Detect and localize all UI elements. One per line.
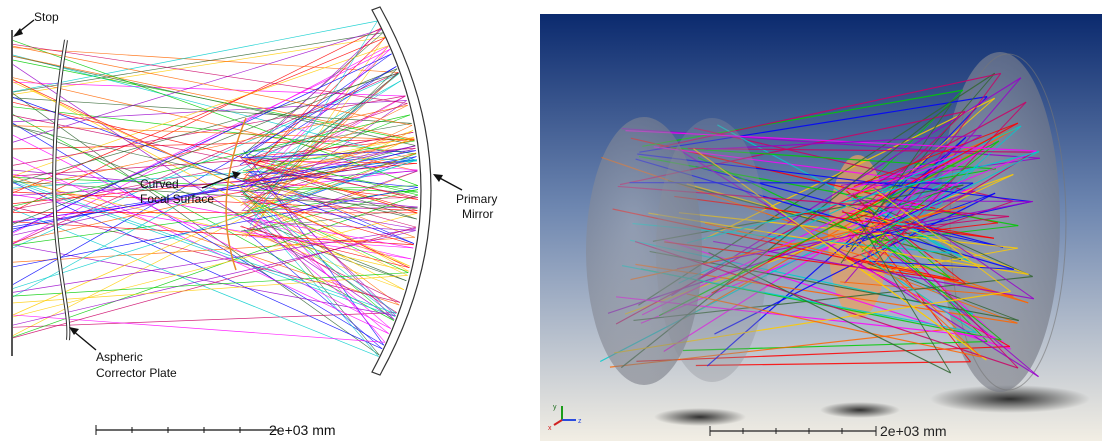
axis-x-label: x [548,425,552,432]
axis-y-label: y [553,404,557,411]
scale-bar-label: 2e+03 mm [269,422,336,438]
scale-bar-3d-label: 2e+03 mm [880,423,947,439]
optical-layout-3d-view: y z x 2e+03 mm [540,14,1102,441]
label-focal-line2: Focal Surface [140,192,214,206]
optical-layout-3d-canvas: y z x 2e+03 mm [540,14,1102,441]
label-focal-line1: Curved [140,177,179,191]
label-plate-line2: Corrector Plate [96,366,177,380]
label-mirror-line1: Primary [456,192,497,206]
label-mirror-line2: Mirror [462,207,493,221]
ray-bundle [12,21,418,357]
scale-bar [96,425,278,435]
optical-layout-2d-canvas: Stop Curved Focal Surface Primary Mirror… [0,0,522,441]
optical-layout-2d: Stop Curved Focal Surface Primary Mirror… [0,0,522,441]
stop-disk-3d [656,118,768,382]
label-stop: Stop [34,10,59,24]
axis-z-label: z [578,418,582,425]
label-plate-line1: Aspheric [96,350,143,364]
